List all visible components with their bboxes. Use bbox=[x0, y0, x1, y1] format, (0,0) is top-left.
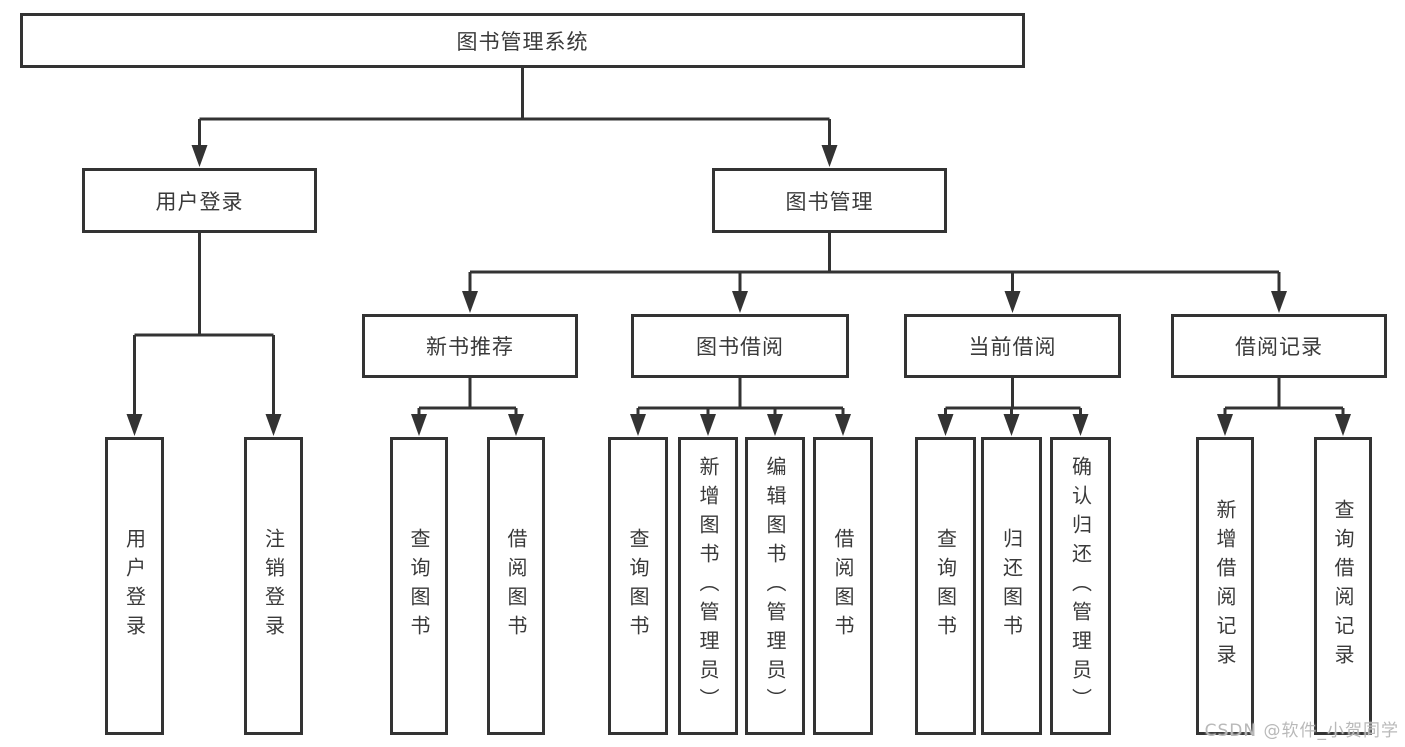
node-book-borrowing-label: 图书借阅 bbox=[696, 335, 784, 359]
node-book-management-label: 图书管理 bbox=[785, 189, 874, 214]
leaf-records-add-borrow-record-label: 新增借阅记录 bbox=[1213, 499, 1237, 673]
leaf-newbook-query-books-label: 查询图书 bbox=[407, 528, 431, 644]
node-new-book-recommend-label: 新书推荐 bbox=[426, 335, 514, 359]
leaf-borrowing-query-books-label: 查询图书 bbox=[626, 528, 650, 644]
leaf-current-return-books-label: 归还图书 bbox=[999, 528, 1024, 644]
leaf-logout-label: 注销登录 bbox=[261, 528, 286, 644]
node-root: 图书管理系统 bbox=[20, 13, 1025, 68]
leaf-newbook-query-books: 查询图书 bbox=[390, 437, 448, 735]
leaf-borrowing-add-books-admin-label: 新增图书（管理员） bbox=[696, 455, 720, 717]
leaf-newbook-borrow-books-label: 借阅图书 bbox=[504, 528, 528, 644]
leaf-current-query-books-label: 查询图书 bbox=[933, 528, 958, 644]
node-current-borrowing: 当前借阅 bbox=[904, 314, 1121, 378]
leaf-borrowing-query-books: 查询图书 bbox=[608, 437, 668, 735]
node-new-book-recommend: 新书推荐 bbox=[362, 314, 578, 378]
leaf-borrowing-edit-books-admin: 编辑图书（管理员） bbox=[745, 437, 805, 735]
leaf-borrowing-borrow-books-label: 借阅图书 bbox=[831, 528, 855, 644]
leaf-borrowing-borrow-books: 借阅图书 bbox=[813, 437, 873, 735]
node-book-management: 图书管理 bbox=[712, 168, 947, 233]
watermark: CSDN @软件_小贺同学 bbox=[1204, 721, 1399, 741]
leaf-current-return-books: 归还图书 bbox=[981, 437, 1042, 735]
leaf-newbook-borrow-books: 借阅图书 bbox=[487, 437, 545, 735]
node-borrow-records-label: 借阅记录 bbox=[1235, 335, 1323, 359]
leaf-logout: 注销登录 bbox=[244, 437, 303, 735]
leaf-current-query-books: 查询图书 bbox=[915, 437, 976, 735]
node-book-borrowing: 图书借阅 bbox=[631, 314, 849, 378]
leaf-borrowing-add-books-admin: 新增图书（管理员） bbox=[678, 437, 738, 735]
node-user-login: 用户登录 bbox=[82, 168, 317, 233]
leaf-records-query-borrow-record-label: 查询借阅记录 bbox=[1331, 499, 1355, 673]
leaf-current-confirm-return-admin: 确认归还（管理员） bbox=[1050, 437, 1111, 735]
node-root-label: 图书管理系统 bbox=[456, 29, 589, 54]
node-borrow-records: 借阅记录 bbox=[1171, 314, 1387, 378]
leaf-user-login: 用户登录 bbox=[105, 437, 164, 735]
leaf-records-query-borrow-record: 查询借阅记录 bbox=[1314, 437, 1372, 735]
leaf-records-add-borrow-record: 新增借阅记录 bbox=[1196, 437, 1254, 735]
leaf-user-login-label: 用户登录 bbox=[122, 528, 147, 644]
node-current-borrowing-label: 当前借阅 bbox=[968, 335, 1057, 359]
leaf-borrowing-edit-books-admin-label: 编辑图书（管理员） bbox=[763, 455, 787, 717]
leaf-current-confirm-return-admin-label: 确认归还（管理员） bbox=[1068, 455, 1093, 717]
node-user-login-label: 用户登录 bbox=[155, 189, 244, 214]
